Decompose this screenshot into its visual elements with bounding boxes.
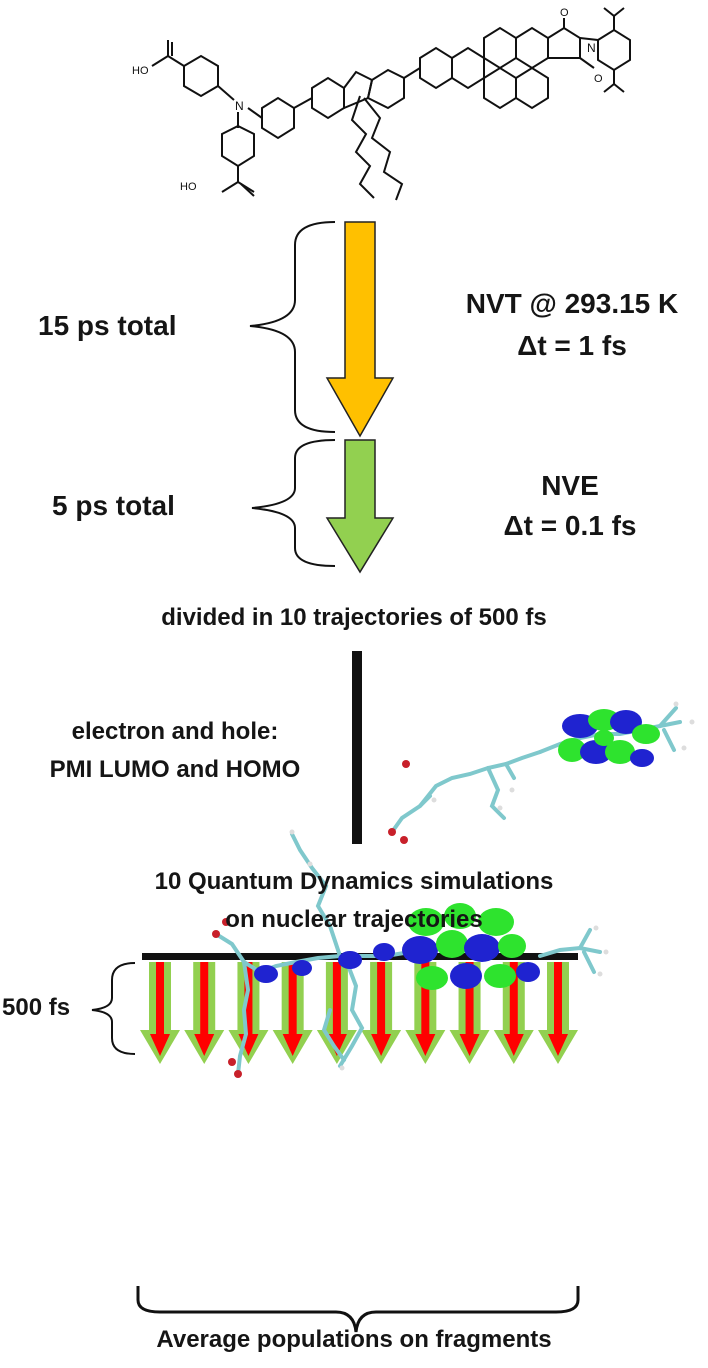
nve-duration-label: 5 ps total [52,490,175,521]
qd-label-line1: 10 Quantum Dynamics simulations [154,868,554,895]
qd-window-label: 500 fs [2,994,71,1021]
qd-label-line2: on nuclear trajectories [225,906,483,933]
qd-arrow-inner [503,962,524,1056]
fluorene-ring-left [311,76,345,120]
phenyl-linker [261,96,295,140]
nvt-ensemble-label: NVT @ 293.15 K [465,288,679,319]
nvt-duration-label: 15 ps total [38,310,177,341]
charge-label-line2: PMI LUMO and HOMO [49,756,301,783]
nvt-bracket [249,221,336,433]
qd-arrow-inner [415,962,436,1056]
perylene-ring-2 [451,46,485,90]
split-label: divided in 10 trajectories of 500 fs [161,604,547,631]
nve-arrow [325,439,395,574]
benzoic-ring-top [183,54,219,98]
result-brace [136,1286,580,1333]
qd-arrow-inner [371,962,392,1056]
qd-bracket [91,962,136,1055]
nve-timestep-label: Δt = 0.1 fs [503,510,637,541]
nvt-timestep-label: Δt = 1 fs [517,330,627,361]
amine-label: N [235,99,244,113]
perylene-ring-4 [483,66,517,110]
qd-arrow-inner [548,962,568,1056]
cooh-top-label: HO [132,65,149,77]
qd-arrow-inner [326,962,347,1056]
perylene-ring-1 [419,46,453,90]
imide-o-top-label: O [560,7,569,19]
fluorene-ring-right [366,68,405,110]
charge-label-line1: electron and hole: [71,718,279,745]
orbital-render-pmi [388,701,695,844]
qd-arrow-inner [194,962,215,1056]
perylene-ring-3 [483,26,517,70]
octyl-chain-1 [350,95,375,199]
imide-o-bottom-label: O [594,73,603,85]
cooh-bottom-label: HO [180,181,197,193]
orbital-render-full [212,829,609,1078]
qd-arrow-inner [238,962,259,1056]
perylene-ring-5 [515,26,549,70]
octyl-chain-2 [363,97,404,201]
nve-bracket [251,439,336,567]
qd-arrow-inner [150,962,170,1056]
qd-arrow-inner [459,962,480,1056]
result-label: Average populations on fragments [156,1326,552,1353]
qd-arrow-inner [282,962,303,1056]
dipp-ring [597,28,631,72]
imide-ring [547,26,581,59]
perylene-ring-6 [515,66,549,110]
imide-n-label: N [587,41,596,55]
benzoic-ring-bottom [221,124,255,168]
vertical-connector [352,651,362,844]
nve-ensemble-label: NVE [541,470,599,501]
nvt-arrow [325,221,395,438]
molecule-structure [151,7,631,201]
